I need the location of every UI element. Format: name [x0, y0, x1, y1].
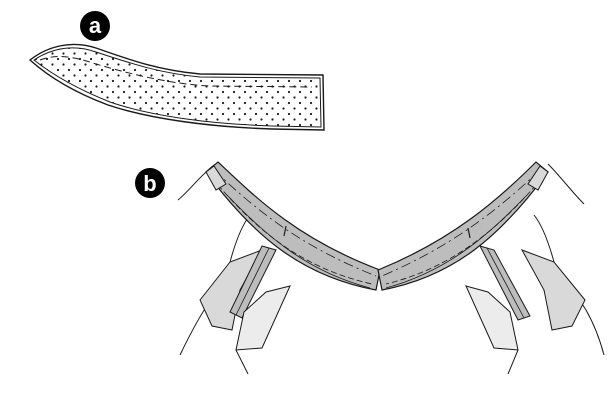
right-placket [479, 245, 531, 321]
figure-a-collar-piece [28, 43, 325, 131]
left-front-facing-edge [229, 214, 251, 263]
badge-a-label: a [89, 13, 102, 38]
right-front-facing-edge [533, 214, 555, 263]
left-placket-centerline [235, 247, 270, 316]
right-center-notch [467, 227, 471, 239]
left-band-edge-stitch [211, 177, 373, 285]
collar-seamline-dashed [39, 56, 313, 88]
left-center-notch [283, 225, 287, 237]
right-lower-facing [465, 285, 519, 351]
right-collar-band [377, 161, 549, 291]
figure-b-neckline-assembly [177, 161, 605, 375]
badge-b-circle [135, 168, 165, 198]
badge-b: b [135, 168, 165, 198]
badge-a: a [80, 11, 110, 41]
neckline-seam-right [385, 195, 527, 289]
badge-a-circle [80, 11, 110, 41]
neckline-seam-left [227, 195, 371, 289]
right-band-edge-stitch [385, 177, 543, 285]
right-garment-shoulder-line [547, 163, 585, 205]
right-placket-centerline [486, 247, 525, 319]
right-band-end-fold [527, 165, 549, 191]
badge-b-label: b [143, 171, 156, 196]
left-band-inner-stitch [213, 169, 377, 277]
right-band-inner-stitch [381, 169, 541, 277]
left-band-end-fold [205, 165, 227, 191]
right-hem-line [507, 349, 519, 375]
left-placket [229, 245, 277, 319]
left-hem-line [235, 349, 249, 375]
left-lower-facing [235, 285, 291, 351]
